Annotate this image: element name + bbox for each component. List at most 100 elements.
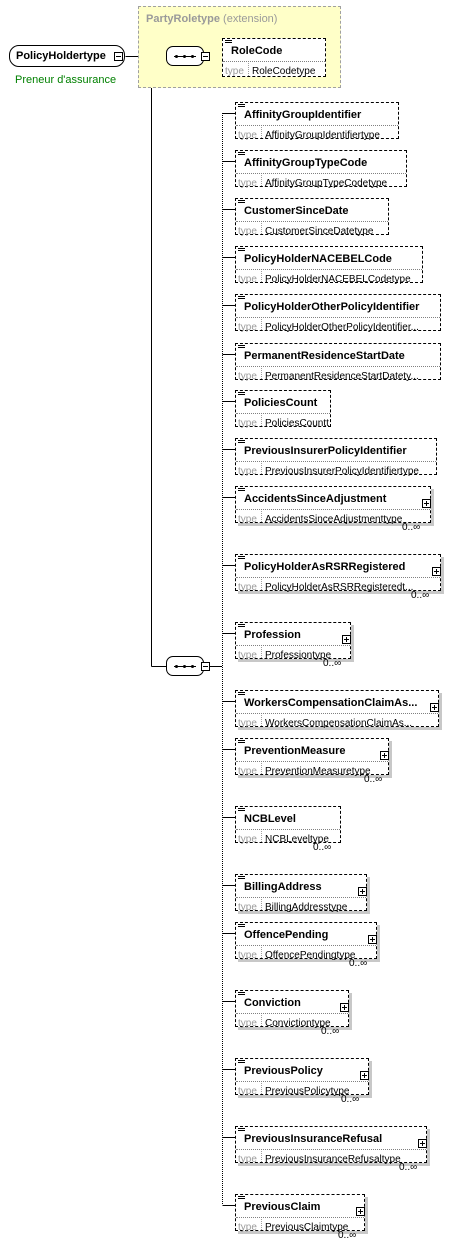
- element-type: BillingAddresstype: [265, 902, 348, 913]
- expand-icon[interactable]: [358, 887, 367, 896]
- type-keyword: type: [238, 1018, 257, 1029]
- element-type: PolicyHolderNACEBELCodetype: [265, 274, 411, 285]
- element-type: PermanentResidenceStartDatety...: [265, 371, 419, 382]
- type-keyword: type: [238, 1222, 257, 1233]
- multiplicity-label: 0..∞: [349, 958, 368, 969]
- element-type: PreviousInsuranceRefusaltype: [265, 1154, 401, 1165]
- element-name: WorkersCompensationClaimAs...: [244, 697, 418, 709]
- multiplicity-label: 0..∞: [323, 658, 342, 669]
- documentation-icon: [238, 1128, 245, 1133]
- element-type: PreventionMeasuretype: [265, 766, 371, 777]
- documentation-icon: [238, 992, 245, 997]
- type-keyword: type: [238, 950, 257, 961]
- element-name: NCBLevel: [244, 813, 296, 825]
- element-name: Profession: [244, 629, 301, 641]
- element-name: RoleCode: [231, 45, 283, 57]
- documentation-icon: [238, 152, 245, 157]
- element-type: AffinityGroupIdentifiertype: [265, 130, 380, 141]
- expand-icon[interactable]: [380, 751, 389, 760]
- multiplicity-label: 0..∞: [399, 1162, 418, 1173]
- element-type: PreviousClaimtype: [265, 1222, 349, 1233]
- type-keyword: type: [238, 514, 257, 525]
- root-element[interactable]: PolicyHoldertype: [9, 45, 125, 67]
- element-type: PolicyHolderAsRSRRegisteredt...: [265, 582, 414, 593]
- element-type: Convictiontype: [265, 1018, 331, 1029]
- sequence-main-collapse-icon[interactable]: [201, 662, 210, 671]
- expand-icon[interactable]: [356, 1207, 365, 1216]
- expand-icon[interactable]: [368, 935, 377, 944]
- multiplicity-label: 0..∞: [411, 590, 430, 601]
- element-name: AffinityGroupIdentifier: [244, 109, 362, 121]
- root-element-name: PolicyHoldertype: [16, 50, 106, 62]
- expand-icon[interactable]: [422, 499, 431, 508]
- type-keyword: type: [238, 766, 257, 777]
- element-rolecode[interactable]: RoleCode type RoleCodetype: [222, 38, 326, 77]
- type-keyword: type: [238, 130, 257, 141]
- documentation-icon: [238, 104, 245, 109]
- expand-icon[interactable]: [340, 1003, 349, 1012]
- sequence-top-collapse-icon[interactable]: [201, 52, 210, 61]
- multiplicity-label: 0..∞: [313, 842, 332, 853]
- extension-type-name: PartyRoletype: [146, 13, 220, 25]
- documentation-icon: [238, 1060, 245, 1065]
- element-name: OffencePending: [244, 929, 329, 941]
- documentation-icon: [238, 392, 245, 397]
- root-collapse-icon[interactable]: [114, 52, 123, 61]
- type-keyword: type: [238, 1154, 257, 1165]
- documentation-icon: [238, 488, 245, 493]
- type-keyword: type: [238, 178, 257, 189]
- type-keyword: type: [238, 274, 257, 285]
- element-name: PreventionMeasure: [244, 745, 346, 757]
- element-box[interactable]: PermanentResidenceStartDate type Permanent…: [235, 343, 441, 382]
- element-type: RoleCodetype: [252, 66, 316, 77]
- type-keyword: type: [238, 902, 257, 913]
- element-type: NCBLeveltype: [265, 834, 329, 845]
- type-keyword: type: [238, 650, 257, 661]
- extension-kind: (extension): [223, 13, 278, 25]
- expand-icon[interactable]: [430, 703, 439, 712]
- element-type: PolicyHolderOtherPolicyIdentifier...: [265, 322, 419, 333]
- root-documentation: Preneur d'assurance: [15, 74, 117, 86]
- sequence-compositor-main: [166, 656, 204, 676]
- element-type: AccidentsSinceAdjustmenttype: [265, 514, 403, 525]
- expand-icon[interactable]: [418, 1139, 427, 1148]
- element-name: BillingAddress: [244, 881, 322, 893]
- expand-icon[interactable]: [432, 567, 441, 576]
- element-type: PreviousPolicytype: [265, 1086, 350, 1097]
- type-keyword: type: [238, 371, 257, 382]
- documentation-icon: [238, 296, 245, 301]
- multiplicity-label: 0..∞: [402, 522, 421, 533]
- type-keyword: type: [238, 466, 257, 477]
- element-name: CustomerSinceDate: [244, 205, 349, 217]
- multiplicity-label: 0..∞: [341, 1094, 360, 1105]
- documentation-icon: [238, 1196, 245, 1201]
- expand-icon[interactable]: [360, 1071, 369, 1080]
- multiplicity-label: 0..∞: [364, 774, 383, 785]
- element-box[interactable]: PoliciesCounttypePoliciesCounttype: [235, 390, 331, 429]
- documentation-icon: [238, 876, 245, 881]
- element-name: PermanentResidenceStartDate: [244, 350, 405, 362]
- type-keyword: type: [238, 1086, 257, 1097]
- expand-icon[interactable]: [342, 635, 351, 644]
- documentation-icon: [238, 440, 245, 445]
- documentation-icon: [238, 248, 245, 253]
